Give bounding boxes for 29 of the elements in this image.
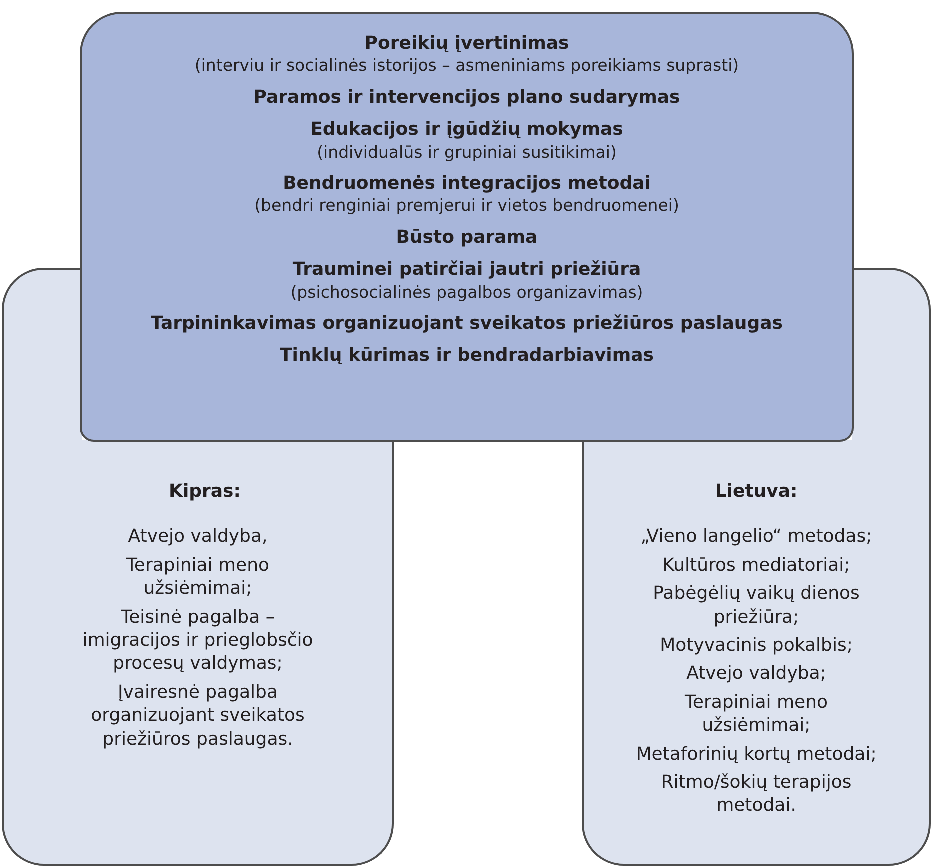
description-text: (individualūs ir grupiniai susitikimai) bbox=[317, 142, 617, 164]
list-item: Terapiniai meno užsiėmimai; bbox=[125, 554, 271, 601]
rounded-panel bbox=[582, 440, 931, 866]
description-text: (bendri renginiai premjerui ir vietos bendruomenei) bbox=[254, 195, 680, 217]
list-item: Terapiniai meno užsiėmimai; bbox=[684, 690, 830, 738]
section-heading: Trauminei patirčiai jautri priežiūra bbox=[292, 258, 642, 282]
list-item: Ritmo/šokių terapijos metodai. bbox=[660, 770, 853, 818]
list-item: Pabėgėlių vaikų dienos priežiūra; bbox=[652, 582, 861, 629]
description-text: (interviu ir socialinės istorijos – asmeniniams poreikiams suprasti) bbox=[194, 55, 740, 77]
list-item: Motyvacinis pokalbis; bbox=[660, 634, 853, 658]
list-item: Atvejo valdyba; bbox=[686, 662, 826, 686]
section-heading: Paramos ir intervencijos plano sudarymas bbox=[254, 86, 680, 110]
list-item: Kultūros mediatoriai; bbox=[662, 554, 850, 578]
list-item: Atvejo valdyba, bbox=[128, 525, 268, 549]
description-text: (psichosocialinės pagalbos organizavimas) bbox=[290, 282, 644, 304]
section-heading: Edukacijos ir įgūdžių mokymas bbox=[310, 118, 624, 142]
section-heading: Tarpininkavimas organizuojant sveikatos priežiūros paslaugas bbox=[151, 312, 783, 336]
section-heading: Poreikių įvertinimas bbox=[364, 32, 570, 56]
section-heading: Kipras: bbox=[168, 480, 241, 504]
list-item: Teisinė pagalba – imigracijos ir prieglobsčio procesų valdymas; bbox=[82, 606, 314, 676]
list-item: Metaforinių kortų metodai; bbox=[636, 742, 877, 766]
rounded-panel bbox=[80, 12, 854, 442]
section-heading: Tinklų kūrimas ir bendradarbiavimas bbox=[280, 344, 654, 368]
list-item: Įvairesnė pagalba organizuojant sveikatos priežiūros paslaugas. bbox=[90, 680, 306, 751]
rounded-panel bbox=[2, 440, 394, 866]
section-heading: Būsto parama bbox=[396, 226, 538, 250]
list-item: „Vieno langelio“ metodas; bbox=[640, 525, 872, 549]
section-heading: Lietuva: bbox=[715, 480, 798, 504]
section-heading: Bendruomenės integracijos metodai bbox=[283, 172, 651, 196]
